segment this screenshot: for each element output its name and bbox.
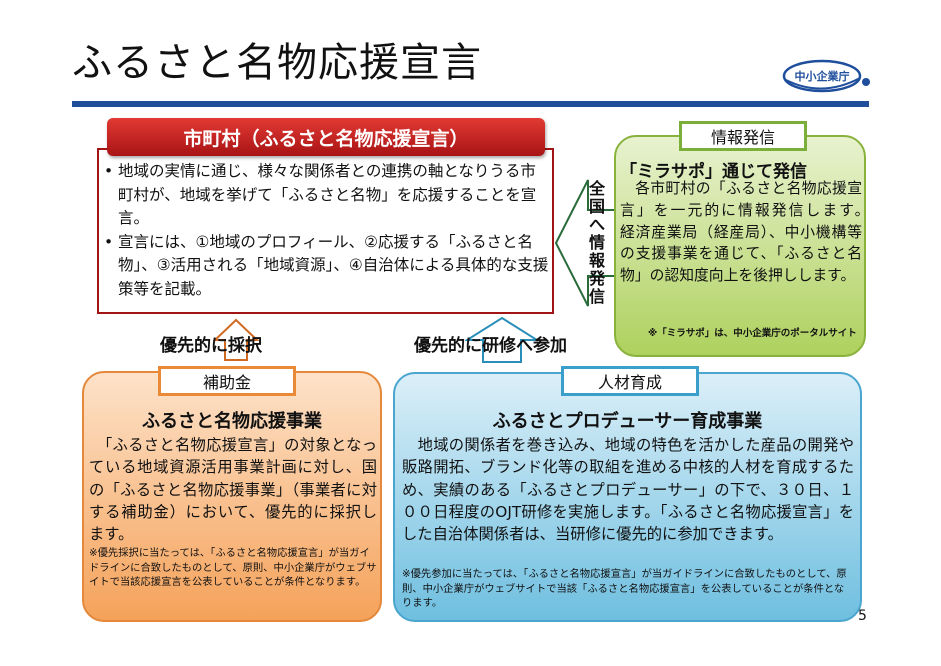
talent-note: ※優先参加に当たっては、「ふるさと名物応援宣言」が当ガイドラインに合致したものと… bbox=[402, 568, 847, 609]
svg-text:中小企業庁: 中小企業庁 bbox=[795, 69, 850, 83]
municipality-item: 宣言には、①地域のプロフィール、②応援する「ふるさと名物」、③活用される「地域資… bbox=[104, 231, 550, 302]
priority-adoption-label: 優先的に採択 bbox=[160, 336, 262, 356]
priority-training-label: 優先的に研修へ参加 bbox=[414, 336, 567, 356]
info-heading: 「ミラサポ」通じて発信 bbox=[620, 162, 807, 182]
nationwide-dissemination-label: 全国へ情報発信 bbox=[588, 179, 605, 306]
talent-heading: ふるさとプロデューサー育成事業 bbox=[492, 411, 763, 432]
sme-agency-logo: 中小企業庁 bbox=[782, 58, 872, 94]
subsidy-note: ※優先採択に当たっては、「ふるさと名物応援宣言」が当ガイドラインに合致したものと… bbox=[89, 547, 377, 588]
talent-tag: 人材育成 bbox=[561, 366, 699, 396]
subsidy-body: 「ふるさと名物応援宣言」の対象となっている地域資源活用事業計画に対し、国の「ふる… bbox=[89, 436, 377, 544]
info-note: ※「ミラサポ」は、中小企業庁のポータルサイト bbox=[648, 328, 857, 339]
municipality-header: 市町村（ふるさと名物応援宣言） bbox=[107, 118, 545, 156]
page-number: 5 bbox=[858, 608, 867, 624]
info-body: 各市町村の「ふるさと名物応援宣言」を一元的に情報発信します。 経済産業局（経産局… bbox=[620, 180, 877, 285]
title-underline bbox=[72, 101, 869, 107]
subsidy-heading: ふるさと名物応援事業 bbox=[142, 411, 322, 432]
info-tag: 情報発信 bbox=[679, 121, 807, 151]
subsidy-tag: 補助金 bbox=[158, 366, 296, 396]
info-dissemination-box bbox=[614, 135, 866, 357]
municipality-item: 地域の実情に通じ、様々な関係者との連携の軸となりうる市町村が、地域を挙げて「ふる… bbox=[104, 160, 550, 231]
up-arrow-icon bbox=[465, 316, 539, 363]
municipality-list: 地域の実情に通じ、様々な関係者との連携の軸となりうる市町村が、地域を挙げて「ふる… bbox=[104, 160, 550, 301]
page-title: ふるさと名物応援宣言 bbox=[72, 40, 482, 86]
talent-body: 地域の関係者を巻き込み、地域の特色を活かした産品の開発や販路開拓、ブランド化等の… bbox=[402, 436, 854, 544]
up-arrow-icon bbox=[213, 318, 259, 361]
